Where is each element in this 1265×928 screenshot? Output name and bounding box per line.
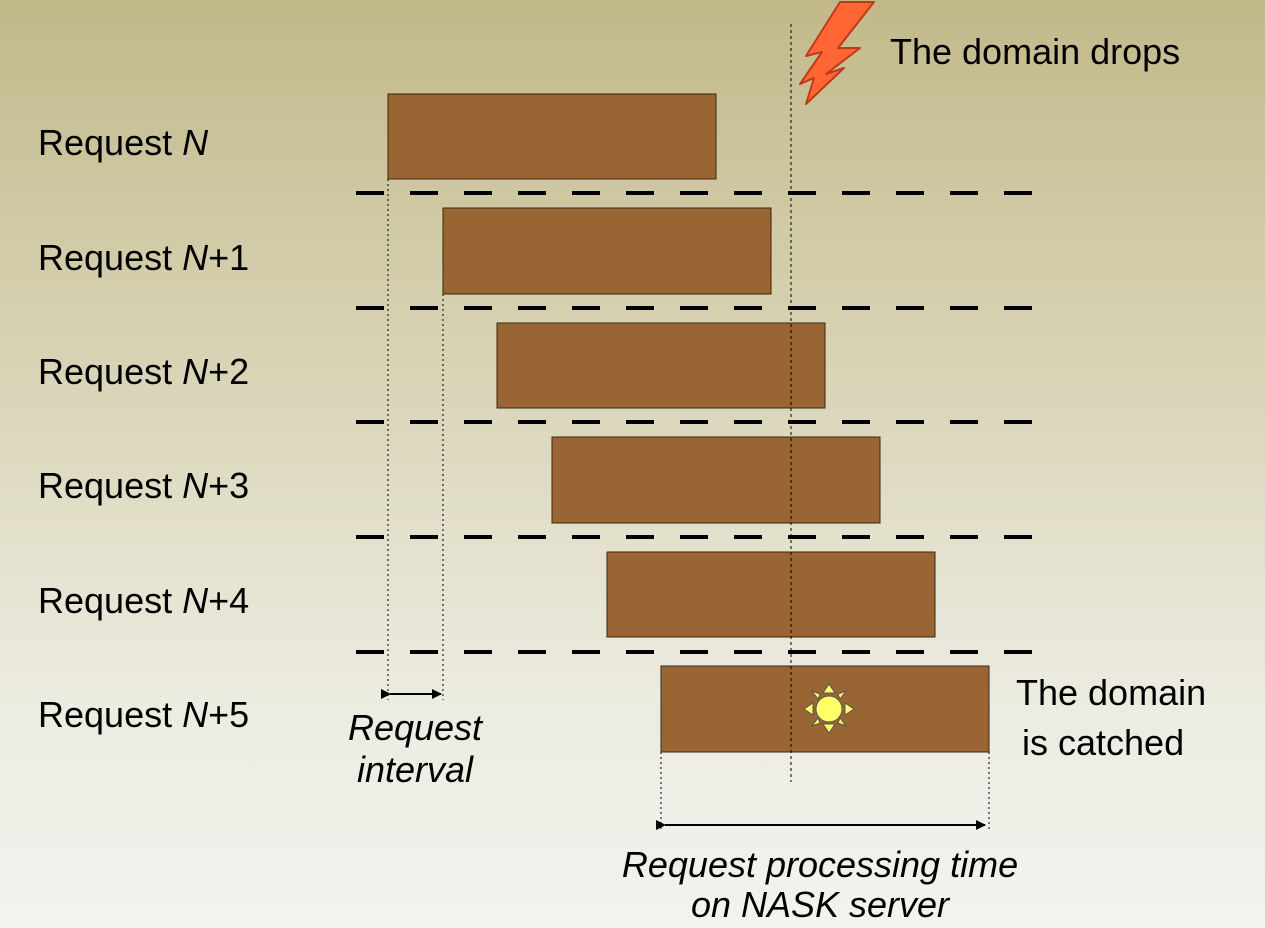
row-label-request-n-plus-1: Request N+1 — [38, 237, 249, 278]
domain-catched-label-line2: is catched — [1022, 722, 1184, 763]
request-bar-n — [387, 93, 717, 180]
row-separators — [356, 191, 1046, 654]
request-bar-n-plus-4 — [606, 551, 936, 638]
domain-catched-label-line1: The domain — [1016, 672, 1206, 713]
request-interval-label-line2: interval — [357, 749, 474, 790]
row-label-request-n-plus-3: Request N+3 — [38, 465, 249, 506]
row-label-request-n-plus-2: Request N+2 — [38, 351, 249, 392]
request-bar-n-plus-3 — [551, 436, 881, 524]
lightning-bolt-icon — [799, 1, 875, 105]
request-bar-n-plus-2 — [496, 322, 826, 409]
request-bar-n-plus-1 — [442, 207, 772, 295]
row-label-request-n: Request N — [38, 122, 209, 163]
row-label-request-n-plus-4: Request N+4 — [38, 580, 249, 621]
domain-drops-label: The domain drops — [890, 31, 1180, 72]
sun-icon — [803, 683, 855, 734]
processing-time-label-line2: on NASK server — [691, 884, 951, 925]
row-label-request-n-plus-5: Request N+5 — [38, 694, 249, 735]
processing-time-label-line1: Request processing time — [622, 844, 1018, 885]
request-interval-label-line1: Request — [348, 707, 484, 748]
